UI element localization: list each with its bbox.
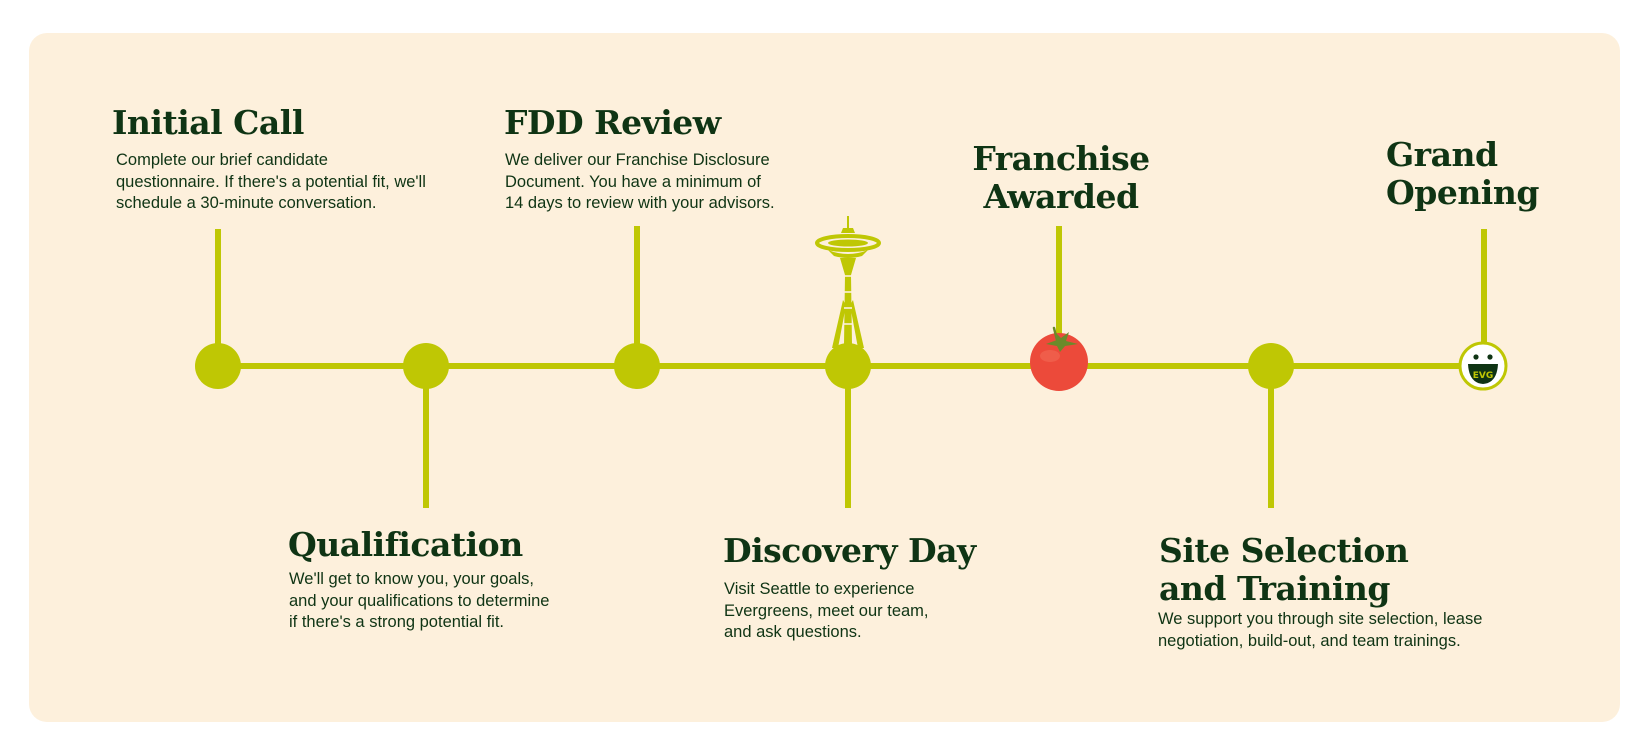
milestone-dot-site-selection (1248, 343, 1294, 389)
step-title-qualification: Qualification (288, 525, 523, 564)
milestone-dot-qualification (403, 343, 449, 389)
step-desc-site-selection: We support you through site selection, l… (1158, 610, 1483, 650)
space-needle-icon (815, 216, 881, 348)
timeline-panel (29, 33, 1620, 722)
milestone-dot-fdd-review (614, 343, 660, 389)
step-title-fdd-review: FDD Review (504, 103, 721, 142)
milestone-dot-initial-call (195, 343, 241, 389)
step-title-franchise-awarded: Franchise Awarded (972, 139, 1150, 216)
step-desc-discovery-day: Visit Seattle to experience Evergreens, … (724, 580, 929, 641)
step-title-initial-call: Initial Call (112, 103, 304, 142)
milestone-dot-discovery-day (825, 343, 871, 389)
logo-text: EVG (1473, 371, 1494, 381)
smiley-logo-icon: EVG (1458, 341, 1508, 391)
step-title-site-selection: Site Selection and Training (1159, 531, 1409, 608)
step-desc-qualification: We'll get to know you, your goals, and y… (289, 570, 550, 631)
step-desc-fdd-review: We deliver our Franchise Disclosure Docu… (505, 151, 775, 212)
step-title-grand-opening: Grand Opening (1386, 135, 1539, 212)
tomato-icon (1030, 326, 1088, 391)
step-title-discovery-day: Discovery Day (723, 531, 976, 570)
step-desc-initial-call: Complete our brief candidate questionnai… (116, 151, 426, 212)
space-needle-accents (844, 275, 852, 325)
